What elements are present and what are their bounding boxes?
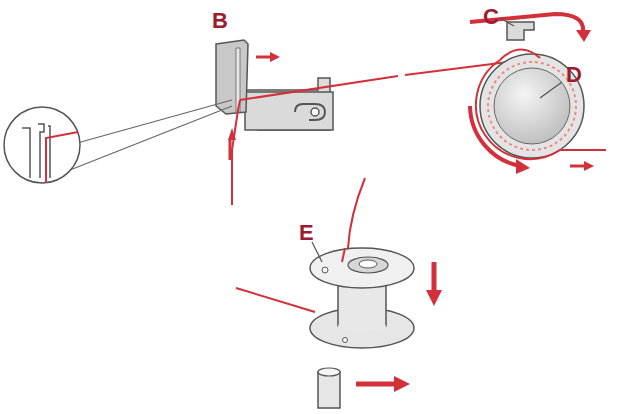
spindle	[318, 372, 340, 408]
callout-letter: B	[212, 10, 228, 32]
callout-letter: D	[566, 64, 582, 86]
detail-inset	[4, 107, 80, 183]
callout-letter: C	[483, 6, 499, 28]
bobbin	[310, 248, 414, 348]
callout-letter: E	[299, 222, 314, 244]
tension-disc	[480, 54, 584, 158]
